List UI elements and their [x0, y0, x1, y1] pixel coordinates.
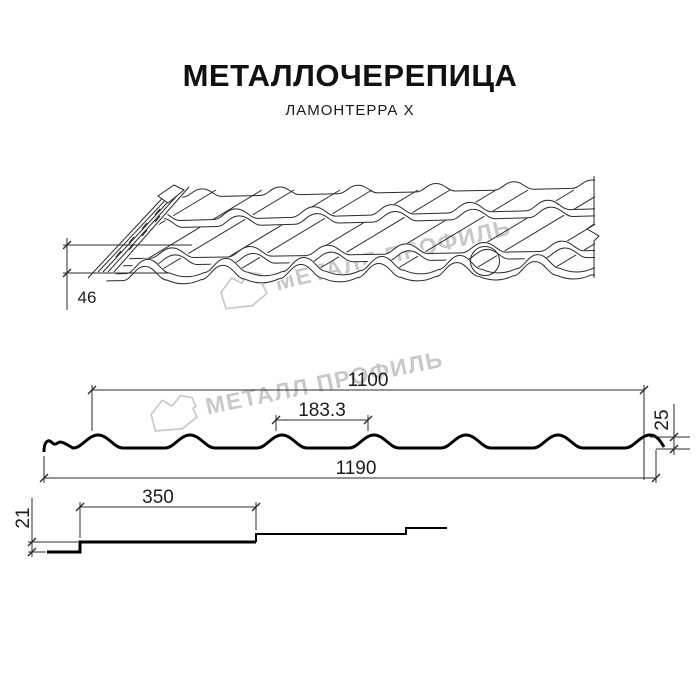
- sheet-step-band-1: [125, 199, 595, 230]
- dim-1100-label: 1100: [347, 370, 389, 391]
- dim-25-label: 25: [652, 409, 673, 431]
- sheet-top-edge: [149, 179, 595, 199]
- page-title: МЕТАЛЛОЧЕРЕПИЦА: [182, 58, 518, 93]
- dim-1190-label: 1190: [335, 458, 377, 479]
- dim-46-lines: [62, 238, 192, 310]
- perspective-drawing: [62, 176, 600, 310]
- dim-46-label: 46: [77, 288, 97, 307]
- watermark-logo-text-2: МЕТАЛЛ ПРОФИЛЬ: [146, 341, 446, 436]
- cross-section-dims: [39, 385, 690, 483]
- dim-183-label: 183.3: [298, 400, 346, 421]
- step-profile-thick: [47, 540, 256, 554]
- watermark-logo-text: МЕТАЛЛ ПРОФИЛЬ: [216, 209, 515, 314]
- cross-section-drawing: [39, 385, 690, 483]
- dim-350-label: 350: [142, 487, 174, 508]
- profile-curve: [42, 433, 666, 453]
- metall-profil-logo-icon: [220, 271, 268, 310]
- step-profile-drawing: [27, 498, 447, 557]
- break-cut-line: [586, 176, 600, 278]
- page-subtitle: ЛАМОНТЕРРА X: [285, 102, 415, 119]
- step-profile-thin: [255, 527, 447, 542]
- dim-21-label: 21: [13, 507, 34, 529]
- detail-arc: [470, 246, 500, 276]
- metall-profil-logo-icon: [150, 394, 199, 432]
- step-profile-dims: [27, 498, 261, 557]
